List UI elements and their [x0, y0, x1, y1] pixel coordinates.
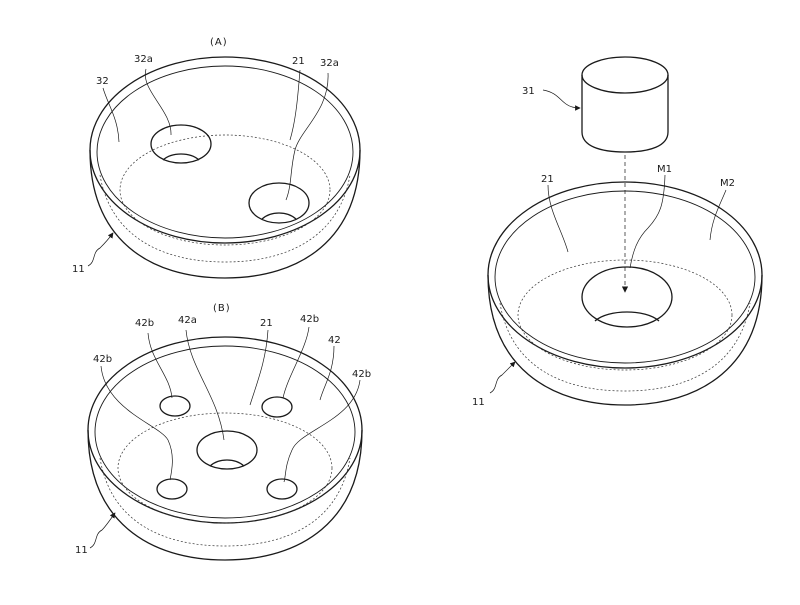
label-32a-left: 32a — [134, 54, 153, 65]
hole-42b-upper-left — [159, 395, 191, 417]
figure-a: (A) 32a 32 21 32a 11 — [72, 37, 361, 279]
label-m1: M1 — [657, 164, 672, 175]
hole-42a-center — [196, 430, 258, 470]
hole-42b-lower-left — [156, 478, 188, 500]
hole-42b-lower-right — [266, 478, 298, 500]
label-m2: M2 — [720, 178, 735, 189]
label-11-c: 11 — [472, 397, 485, 408]
label-42b-upper-left: 42b — [135, 318, 154, 329]
label-42b-lower-left: 42b — [93, 354, 112, 365]
label-42a: 42a — [178, 315, 197, 326]
label-32: 32 — [96, 76, 109, 87]
label-11-b: 11 — [75, 545, 88, 556]
label-21-b: 21 — [260, 318, 273, 329]
label-21-c: 21 — [541, 174, 554, 185]
figure-b-caption: (B) — [213, 303, 231, 314]
label-42: 42 — [328, 335, 341, 346]
label-42b-lower-right: 42b — [352, 369, 371, 380]
hole-32a-right — [248, 182, 310, 224]
bowl-c — [487, 181, 763, 406]
bowl-a — [89, 56, 361, 279]
hole-m1 — [581, 266, 673, 328]
hole-32a-left — [150, 124, 212, 164]
label-21-a: 21 — [292, 56, 305, 67]
label-11-a: 11 — [72, 264, 85, 275]
label-42b-upper-right: 42b — [300, 314, 319, 325]
cylinder-31 — [581, 56, 669, 153]
bowl-b — [87, 336, 363, 561]
figure-c: 31 21 M1 M2 11 — [472, 56, 763, 408]
hole-42b-upper-right — [261, 396, 293, 418]
figure-b: (B) 42b — [75, 303, 371, 561]
label-31: 31 — [522, 86, 535, 97]
label-32a-right: 32a — [320, 58, 339, 69]
figure-a-caption: (A) — [210, 37, 228, 48]
